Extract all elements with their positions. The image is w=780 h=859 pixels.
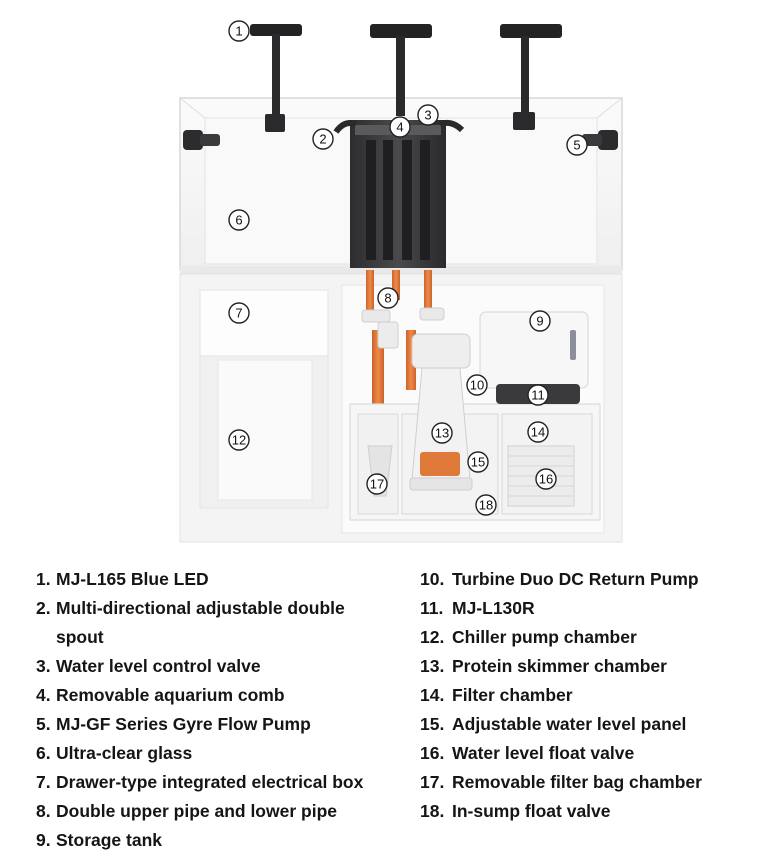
storage-tank xyxy=(479,311,589,389)
svg-text:9: 9 xyxy=(536,314,543,329)
legend-item-6: 6.Ultra-clear glass xyxy=(36,743,193,763)
svg-text:3: 3 xyxy=(424,108,431,123)
legend-item-4: 4.Removable aquarium comb xyxy=(36,685,285,705)
callout-1: 1 xyxy=(228,20,250,42)
svg-text:17: 17 xyxy=(370,477,384,492)
protein-skimmer xyxy=(409,333,473,491)
legend-item-10: 10.Turbine Duo DC Return Pump xyxy=(420,569,699,589)
led-light-left xyxy=(250,24,302,132)
gyre-pump-left xyxy=(183,130,220,150)
legend-item-9: 9.Storage tank xyxy=(36,830,162,850)
callout-5: 5 xyxy=(566,134,588,156)
svg-text:7: 7 xyxy=(235,306,242,321)
aquarium-comb xyxy=(333,119,465,268)
legend-item-11: 11.MJ-L130R xyxy=(420,598,535,618)
svg-text:16: 16 xyxy=(539,472,553,487)
legend-item-5: 5.MJ-GF Series Gyre Flow Pump xyxy=(36,714,311,734)
svg-text:2: 2 xyxy=(319,132,326,147)
callout-9: 9 xyxy=(529,310,551,332)
svg-text:12: 12 xyxy=(232,433,246,448)
led-light-center xyxy=(370,24,432,116)
svg-text:10: 10 xyxy=(470,378,484,393)
legend-item-17: 17.Removable filter bag chamber xyxy=(420,772,702,792)
callout-14: 14 xyxy=(527,421,549,443)
svg-text:6: 6 xyxy=(235,213,242,228)
callout-2: 2 xyxy=(312,128,334,150)
callout-6: 6 xyxy=(228,209,250,231)
callout-11: 11 xyxy=(527,384,549,406)
led-light-right xyxy=(500,24,562,130)
legend-item-8: 8.Double upper pipe and lower pipe xyxy=(36,801,337,821)
legend-item-7: 7.Drawer-type integrated electrical box xyxy=(36,772,364,792)
legend-right: 10.Turbine Duo DC Return Pump 11.MJ-L130… xyxy=(420,565,760,826)
callout-15: 15 xyxy=(467,451,489,473)
callout-7: 7 xyxy=(228,302,250,324)
svg-text:5: 5 xyxy=(573,138,580,153)
aquarium-diagram: 1 2 3 4 5 6 7 8 9 10 11 12 13 14 15 16 1… xyxy=(179,20,623,543)
svg-text:1: 1 xyxy=(235,24,242,39)
svg-text:4: 4 xyxy=(396,120,403,135)
legend-item-1: 1.MJ-L165 Blue LED xyxy=(36,569,209,589)
legend-item-3: 3.Water level control valve xyxy=(36,656,261,676)
callout-12: 12 xyxy=(228,429,250,451)
svg-text:11: 11 xyxy=(531,388,545,403)
svg-text:8: 8 xyxy=(384,291,391,306)
callout-17: 17 xyxy=(366,473,388,495)
legend-item-2: 2.Multi-directional adjustable double sp… xyxy=(36,598,345,647)
legend-item-18: 18.In-sump float valve xyxy=(420,801,611,821)
callout-10: 10 xyxy=(466,374,488,396)
legend-item-15: 15.Adjustable water level panel xyxy=(420,714,687,734)
legend-item-13: 13.Protein skimmer chamber xyxy=(420,656,667,676)
svg-text:15: 15 xyxy=(471,455,485,470)
legend-item-16: 16.Water level float valve xyxy=(420,743,635,763)
callout-3: 3 xyxy=(417,104,439,126)
callout-4: 4 xyxy=(389,116,411,138)
svg-text:18: 18 xyxy=(479,498,493,513)
callout-18: 18 xyxy=(475,494,497,516)
legend-item-14: 14.Filter chamber xyxy=(420,685,573,705)
svg-text:13: 13 xyxy=(435,426,449,441)
legend-item-12: 12.Chiller pump chamber xyxy=(420,627,637,647)
legend-left: 1.MJ-L165 Blue LED 2.Multi-directional a… xyxy=(36,565,386,855)
callout-16: 16 xyxy=(535,468,557,490)
callout-13: 13 xyxy=(431,422,453,444)
svg-text:14: 14 xyxy=(531,425,545,440)
callout-8: 8 xyxy=(377,287,399,309)
